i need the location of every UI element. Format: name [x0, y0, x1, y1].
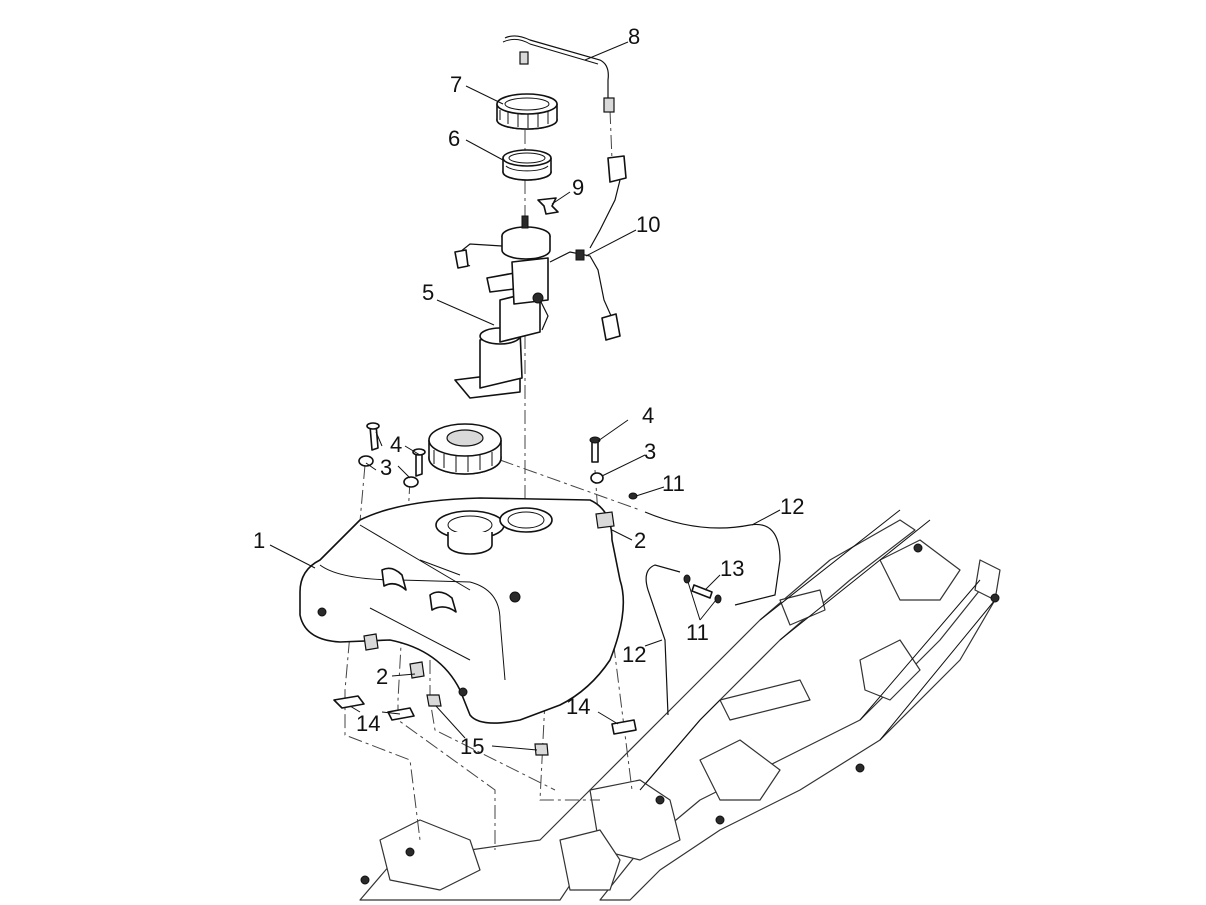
ring-nut: [496, 93, 558, 130]
vent-tube: [502, 35, 615, 113]
callout-12-top: 12: [780, 494, 804, 519]
fuel-tank: [299, 497, 625, 724]
chassis-frame: [359, 509, 1001, 901]
callout-14-left: 14: [356, 711, 380, 736]
callout-13: 13: [720, 556, 744, 581]
callout-11-top: 11: [662, 471, 685, 496]
callout-15: 15: [460, 734, 484, 759]
callout-8: 8: [628, 24, 640, 49]
callout-labels: 1 2 2 2 3 3 4 4 5 6 7 8 9 10 11 11 12 12…: [253, 24, 804, 759]
callout-1: 1: [253, 528, 265, 553]
callout-6: 6: [448, 126, 460, 151]
grommets: [363, 511, 615, 679]
filler-cap: [428, 423, 502, 475]
bolts-and-washers: [358, 422, 604, 488]
leader-lines: [269, 41, 781, 751]
callout-14-right: 14: [566, 694, 590, 719]
gasket: [502, 149, 552, 181]
callout-7: 7: [450, 72, 462, 97]
clip: [537, 197, 559, 215]
callout-3-right: 3: [644, 439, 656, 464]
callout-5: 5: [422, 280, 434, 305]
callout-9: 9: [572, 175, 584, 200]
callout-4-left: 4: [390, 432, 402, 457]
callout-10: 10: [636, 212, 660, 237]
callout-3-left: 3: [380, 455, 392, 480]
wiring-harness: [549, 155, 627, 341]
fuel-pump: [454, 215, 551, 399]
fuel-hoses: [644, 511, 781, 716]
callout-11-bottom: 11: [686, 620, 709, 645]
callout-12-bottom: 12: [622, 642, 646, 667]
callout-2-left: 2: [376, 664, 388, 689]
rubber-bumpers: [426, 694, 549, 756]
callout-4-right: 4: [642, 403, 654, 428]
callout-2-right: 2: [634, 528, 646, 553]
